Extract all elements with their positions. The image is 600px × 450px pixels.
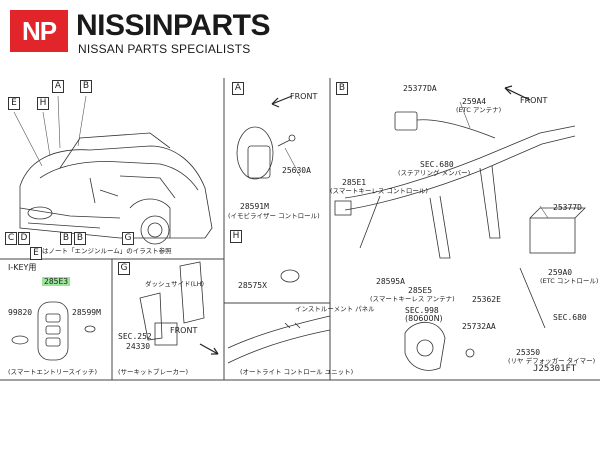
part-25350[interactable]: 25350 bbox=[516, 348, 541, 357]
callout-b-2: B bbox=[74, 232, 86, 245]
part-285e3[interactable]: 285E3 bbox=[42, 277, 71, 286]
figure-id: J25301FT bbox=[533, 364, 577, 374]
instrument-panel-label: インストルーメント パネル bbox=[295, 305, 375, 313]
callout-d: D bbox=[18, 232, 30, 245]
part-25362e[interactable]: 25362E bbox=[472, 295, 501, 304]
part-99820[interactable]: 99820 bbox=[8, 308, 33, 317]
dash-side-label: ダッシュサイド(LH) bbox=[145, 280, 205, 288]
callout-e-note: E bbox=[30, 247, 42, 260]
callout-h: H bbox=[37, 97, 49, 110]
brand-name: NISSINPARTS bbox=[76, 9, 270, 42]
steering-member-drawing bbox=[334, 111, 586, 358]
brand-tagline: NISSAN PARTS SPECIALISTS bbox=[78, 42, 251, 56]
part-25630a[interactable]: 25630A bbox=[282, 166, 311, 175]
brand-logo-badge: NP bbox=[10, 10, 68, 52]
callout-e: E bbox=[8, 97, 20, 110]
part-24330[interactable]: 24330 bbox=[126, 342, 151, 351]
part-25377da[interactable]: 25377DA bbox=[403, 84, 437, 93]
callout-b-1: B bbox=[60, 232, 72, 245]
part-28599m[interactable]: 28599M bbox=[72, 308, 101, 317]
sec-998[interactable]: SEC.998 bbox=[405, 306, 439, 315]
vehicle-illustration bbox=[19, 132, 213, 245]
leader-lines bbox=[13, 95, 549, 219]
etc-antenna-label: (ETC アンテナ) bbox=[456, 106, 502, 114]
smart-keyless-control-label: (スマートキーレス コントロール) bbox=[330, 187, 428, 195]
part-28575x[interactable]: 28575X bbox=[238, 281, 267, 290]
panel-a-header: A bbox=[232, 82, 244, 95]
part-25732aa[interactable]: 25732AA bbox=[462, 322, 496, 331]
panel-dividers bbox=[0, 78, 600, 381]
front-label-b: FRONT bbox=[520, 96, 548, 105]
part-285e1[interactable]: 285E1 bbox=[342, 178, 367, 187]
steering-member-label: (ステアリング メンバー) bbox=[398, 169, 471, 177]
callout-a-top: A bbox=[52, 80, 64, 93]
instrument-panel-drawing bbox=[227, 269, 331, 364]
part-259a0[interactable]: 259A0 bbox=[548, 268, 573, 277]
rear-defogger-label: (リヤ デフォッガー タイマー) bbox=[508, 357, 596, 365]
smart-entry-switch-label: (スマートエントリースイッチ) bbox=[8, 368, 98, 376]
circuit-breaker-label: (サーキットブレーカー) bbox=[118, 368, 189, 376]
sec-680-lower[interactable]: SEC.680 bbox=[553, 313, 587, 322]
immobilizer-label: (イモビライザー コントロール) bbox=[228, 212, 320, 220]
immobilizer-drawing bbox=[236, 126, 296, 180]
callout-g: G bbox=[122, 232, 134, 245]
front-label-a: FRONT bbox=[290, 92, 318, 101]
panel-g-header: G bbox=[118, 262, 130, 275]
circuit-breaker-drawing bbox=[139, 261, 205, 346]
smart-keyless-antenna-label: (スマートキーレス アンテナ) bbox=[370, 295, 455, 303]
part-285e5[interactable]: 285E5 bbox=[408, 286, 433, 295]
callout-c: C bbox=[5, 232, 17, 245]
engine-room-note: はノート「エンジンルーム」のイラスト参照 bbox=[42, 247, 172, 255]
front-arrows bbox=[199, 85, 531, 355]
sec-252[interactable]: SEC.252 bbox=[118, 332, 152, 341]
part-25377d[interactable]: 25377D bbox=[553, 203, 582, 212]
ikey-label: I-KEY用 bbox=[8, 263, 37, 272]
callout-b-top: B bbox=[80, 80, 92, 93]
panel-b-header: B bbox=[336, 82, 348, 95]
parts-diagram bbox=[0, 78, 600, 381]
etc-control-label: (ETC コントロール) bbox=[540, 277, 599, 285]
part-28591m[interactable]: 28591M bbox=[240, 202, 269, 211]
front-label-g: FRONT bbox=[170, 326, 198, 335]
part-259a4[interactable]: 259A4 bbox=[462, 97, 487, 106]
sec-998-sub: (80600N) bbox=[405, 314, 443, 323]
sec-680-steering[interactable]: SEC.680 bbox=[420, 160, 454, 169]
auto-light-label: (オートライト コントロール ユニット) bbox=[240, 368, 354, 376]
panel-h-header: H bbox=[230, 230, 242, 243]
key-fob-drawing bbox=[11, 301, 96, 361]
part-28595a[interactable]: 28595A bbox=[376, 277, 405, 286]
sec998-drawing bbox=[404, 321, 446, 371]
